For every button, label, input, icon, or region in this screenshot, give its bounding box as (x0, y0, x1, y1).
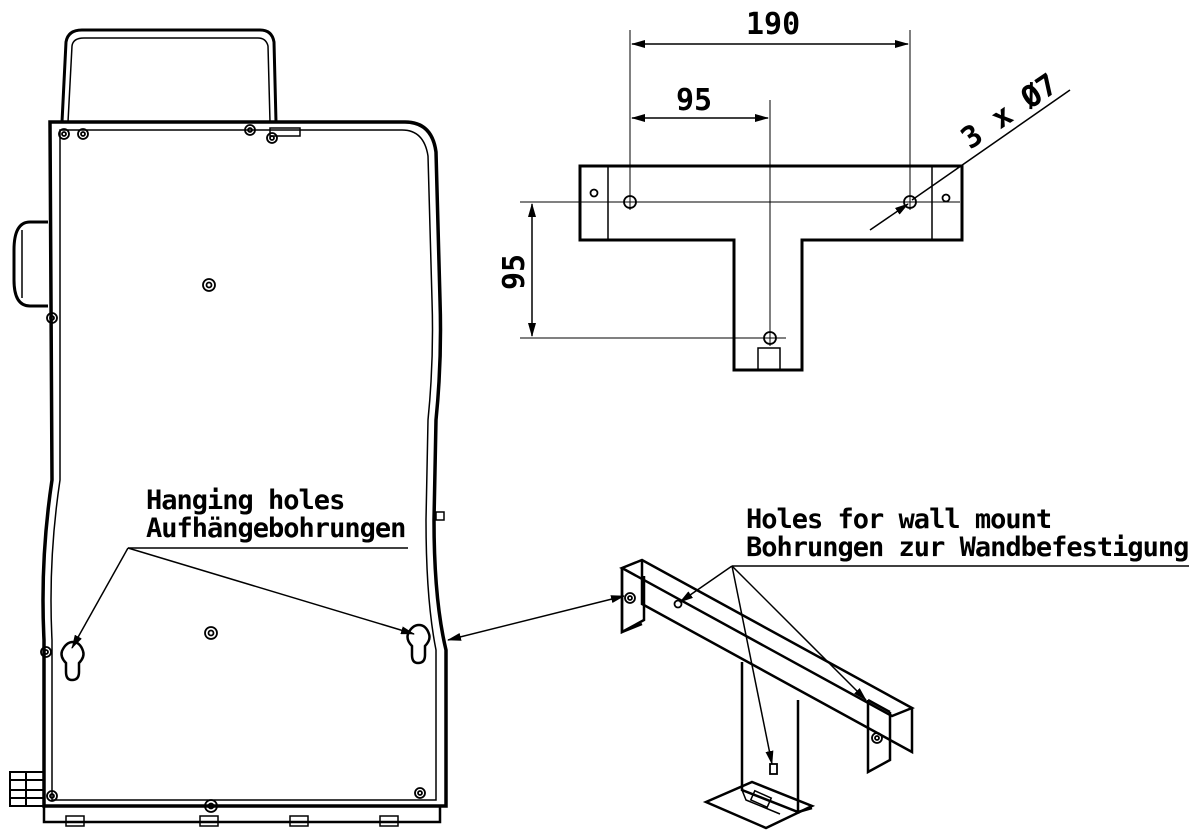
label-hanging-holes-en: Hanging holes (146, 485, 344, 516)
bracket-isometric (619, 558, 915, 830)
label-wall-mount-de: Bohrungen zur Wandbefestigung (746, 532, 1188, 563)
keyhole-left (60, 640, 85, 682)
callout-hanging-holes: Hanging holes Aufhängebohrungen (71, 485, 415, 649)
dim-95-vertical: 95 (497, 254, 532, 290)
callout-wall-mount: Holes for wall mount Bohrungen zur Wandb… (679, 504, 1189, 765)
dim-holes: 3 x Ø7 (955, 67, 1064, 157)
label-wall-mount-en: Holes for wall mount (746, 504, 1051, 535)
label-hanging-holes-de: Aufhängebohrungen (146, 513, 405, 544)
dim-95-horizontal: 95 (676, 83, 712, 118)
mount-arrow (447, 595, 625, 641)
keyhole-right (406, 623, 431, 665)
dim-190: 190 (746, 7, 800, 42)
device-housing (9, 28, 448, 827)
bracket-top-view: 190 95 95 3 x Ø7 (497, 7, 1071, 372)
